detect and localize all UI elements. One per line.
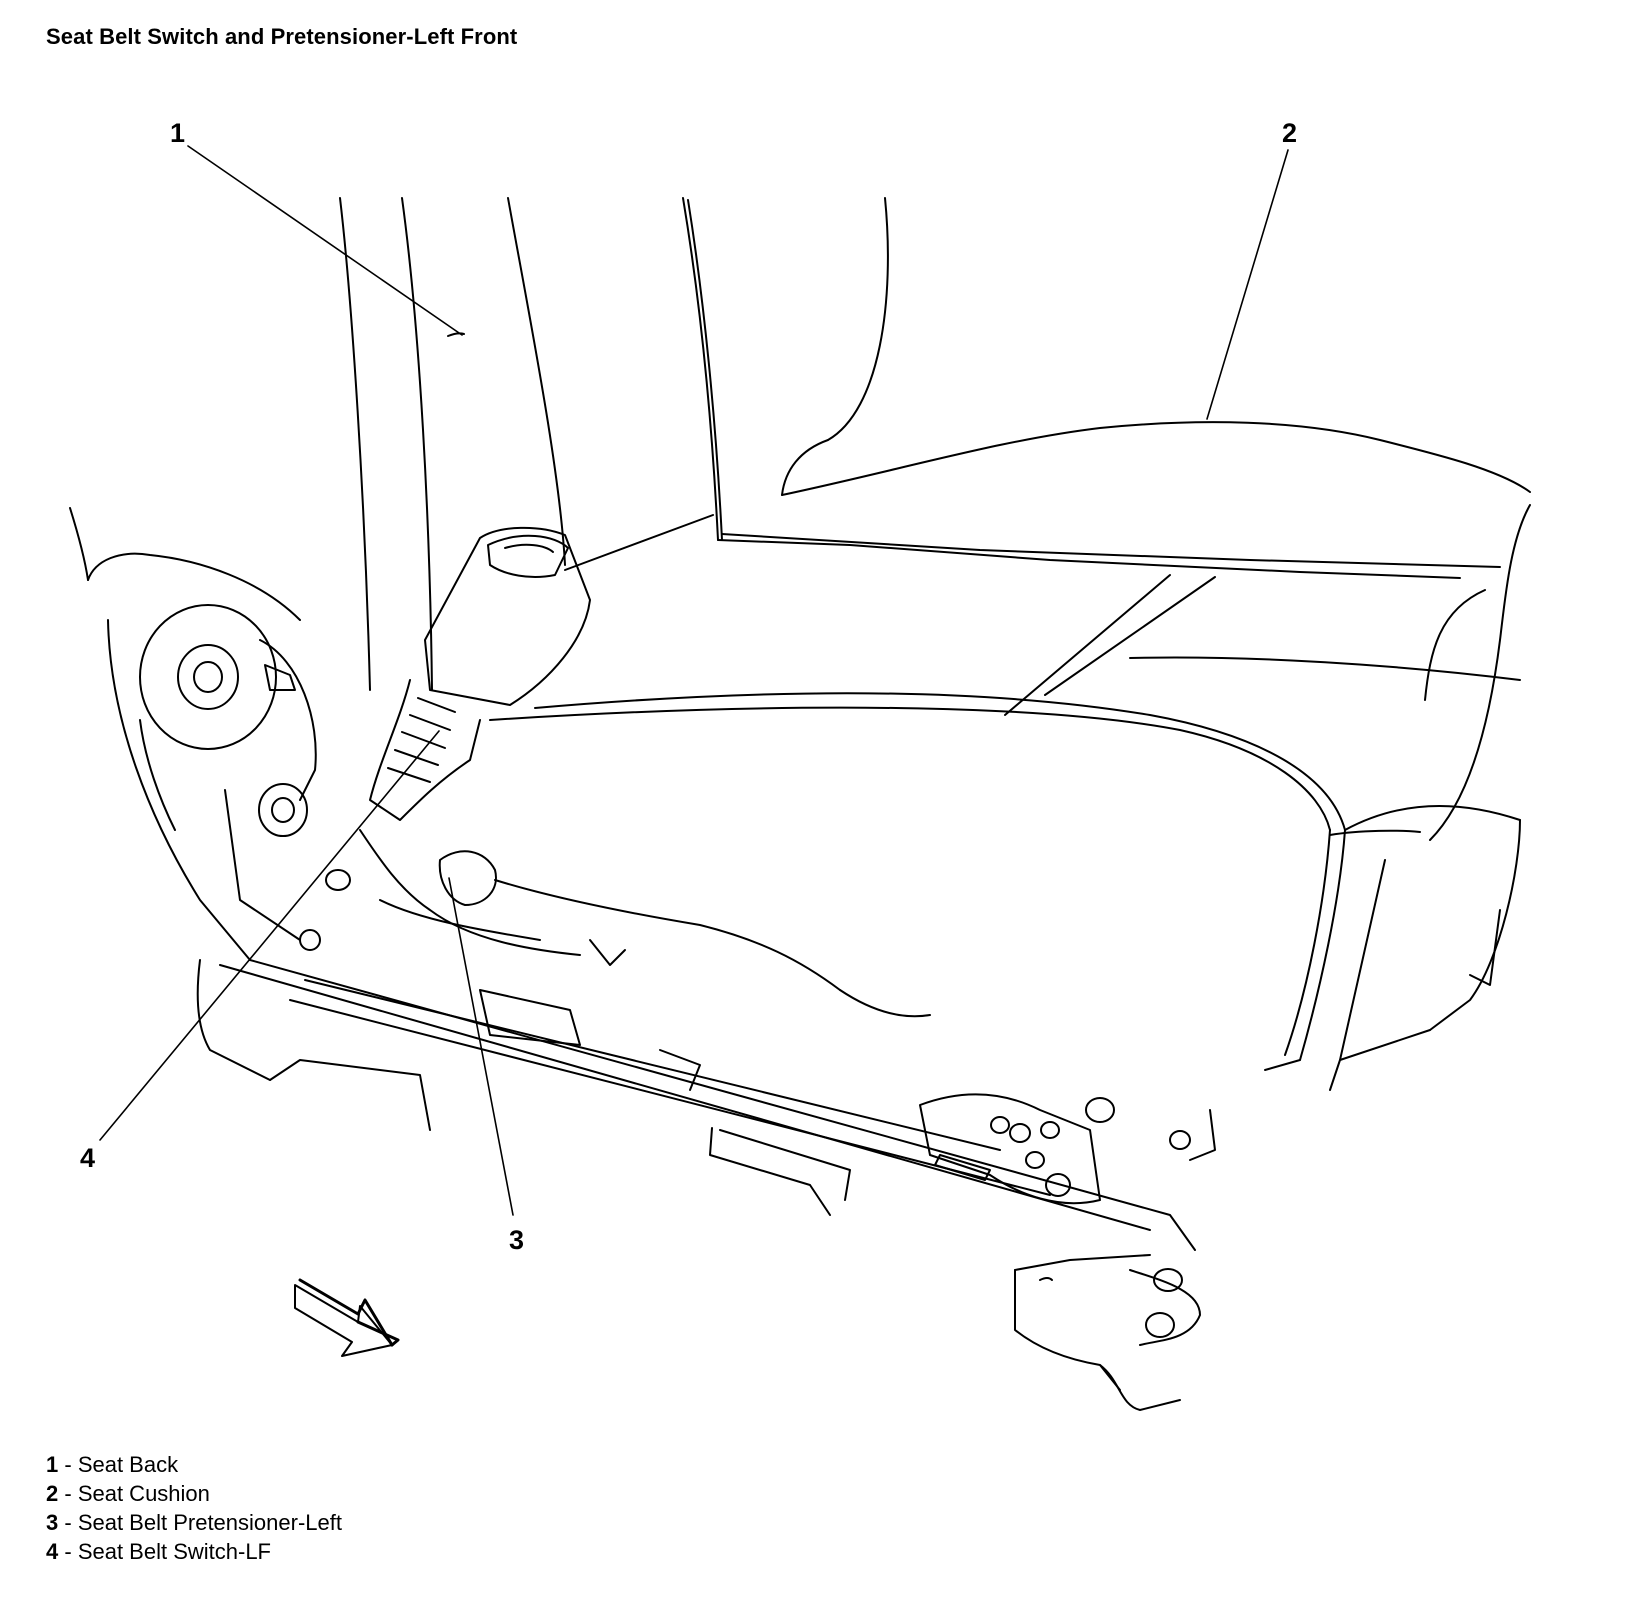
wiring-harness: [360, 830, 930, 1016]
parts-legend: 1 - Seat Back 2 - Seat Cushion 3 - Seat …: [46, 1450, 342, 1566]
legend-number: 2: [46, 1481, 59, 1506]
recliner-mechanism: [70, 508, 350, 960]
callout-pretensioner: 3: [509, 1225, 525, 1255]
legend-number: 4: [46, 1539, 59, 1564]
legend-row: 1 - Seat Back: [46, 1450, 342, 1479]
legend-row: 3 - Seat Belt Pretensioner-Left: [46, 1508, 342, 1537]
legend-row: 2 - Seat Cushion: [46, 1479, 342, 1508]
callout-seat-back: 1: [170, 118, 186, 148]
legend-label: Seat Belt Pretensioner-Left: [77, 1510, 342, 1535]
legend-separator: -: [58, 1452, 78, 1477]
seat-cushion-outline: [490, 422, 1530, 1090]
legend-separator: -: [58, 1539, 78, 1564]
leader-line-1: [188, 146, 462, 335]
leader-line-4: [100, 731, 439, 1140]
callout-seat-cushion: 2: [1282, 118, 1298, 148]
legend-row: 4 - Seat Belt Switch-LF: [46, 1537, 342, 1566]
seat-back-pointer-mark: [448, 333, 464, 336]
seat-back-outline: [340, 198, 1500, 690]
leader-line-3: [449, 878, 513, 1215]
leader-line-2: [1207, 150, 1288, 419]
legend-separator: -: [58, 1510, 78, 1535]
callout-belt-switch: 4: [80, 1143, 96, 1173]
legend-number: 1: [46, 1452, 59, 1477]
diagram-title: Seat Belt Switch and Pretensioner-Left F…: [46, 24, 518, 49]
seat-belt-buckle: [370, 528, 590, 820]
legend-label: Seat Belt Switch-LF: [77, 1539, 271, 1564]
legend-number: 3: [46, 1510, 59, 1535]
seat-track: [198, 960, 1215, 1410]
legend-label: Seat Cushion: [77, 1481, 210, 1506]
front-direction-arrow-icon: [295, 1280, 398, 1356]
legend-label: Seat Back: [77, 1452, 179, 1477]
legend-separator: -: [58, 1481, 78, 1506]
leader-lines: [100, 146, 1288, 1215]
